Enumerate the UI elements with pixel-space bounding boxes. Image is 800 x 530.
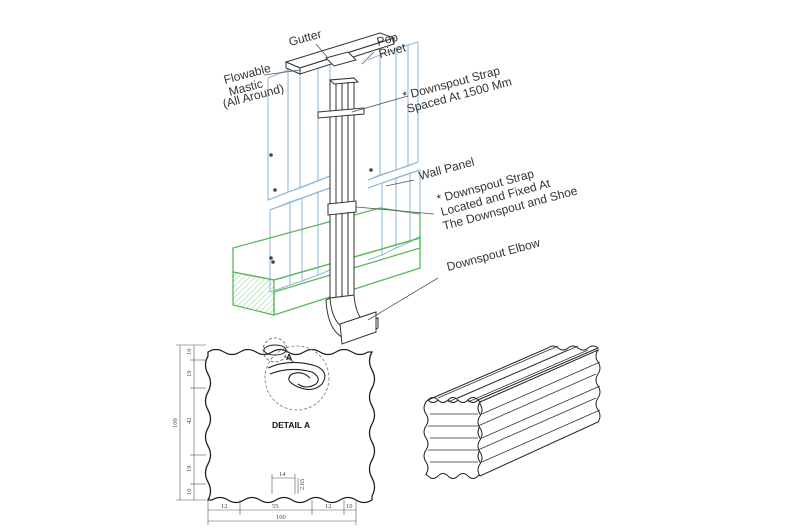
label-downspout-elbow: Downspout Elbow bbox=[445, 235, 542, 273]
dim-bottom-left: 12 bbox=[221, 503, 228, 510]
bottom-dimensions bbox=[207, 474, 357, 525]
detail-a-seam bbox=[267, 361, 326, 391]
section-profile bbox=[204, 348, 376, 504]
downspout-cross-section: A DETAIL A 10 19 42 19 10 100 bbox=[172, 337, 376, 525]
detail-a-callout-circle bbox=[262, 337, 288, 363]
dim-bottom-edge: 10 bbox=[346, 503, 353, 510]
detail-marker: A bbox=[286, 352, 292, 362]
dim-left-middle: 42 bbox=[186, 418, 193, 425]
installation-view: Gutter Pop Rivet Flowable Mastic (All Ar… bbox=[221, 27, 579, 345]
detail-a-circle bbox=[264, 345, 330, 411]
detail-a-title: DETAIL A bbox=[272, 420, 310, 430]
label-wall-panel: Wall Panel bbox=[417, 155, 476, 183]
dim-left-upper: 19 bbox=[186, 371, 193, 378]
dim-groove-depth: 2.65 bbox=[299, 479, 306, 490]
dim-left-bottom: 10 bbox=[186, 489, 193, 496]
dim-overall-width: 100 bbox=[276, 514, 286, 521]
dim-left-top: 10 bbox=[186, 349, 193, 356]
downspout bbox=[317, 77, 379, 345]
gutter bbox=[284, 32, 396, 75]
panel-fasteners bbox=[269, 153, 373, 264]
dim-bottom-center: 55 bbox=[272, 503, 279, 510]
wall-panels bbox=[267, 41, 421, 293]
dim-inner-width: 14 bbox=[279, 471, 286, 478]
leader-lines bbox=[263, 43, 439, 321]
dim-left-lower: 19 bbox=[186, 466, 193, 473]
concrete-base bbox=[232, 207, 421, 316]
left-dimensions bbox=[176, 344, 206, 501]
label-pop-rivet-1: Pop bbox=[375, 30, 400, 49]
dim-overall-height: 100 bbox=[172, 418, 179, 428]
segment-rib-lines bbox=[428, 345, 601, 463]
dim-bottom-right: 12 bbox=[325, 503, 332, 510]
